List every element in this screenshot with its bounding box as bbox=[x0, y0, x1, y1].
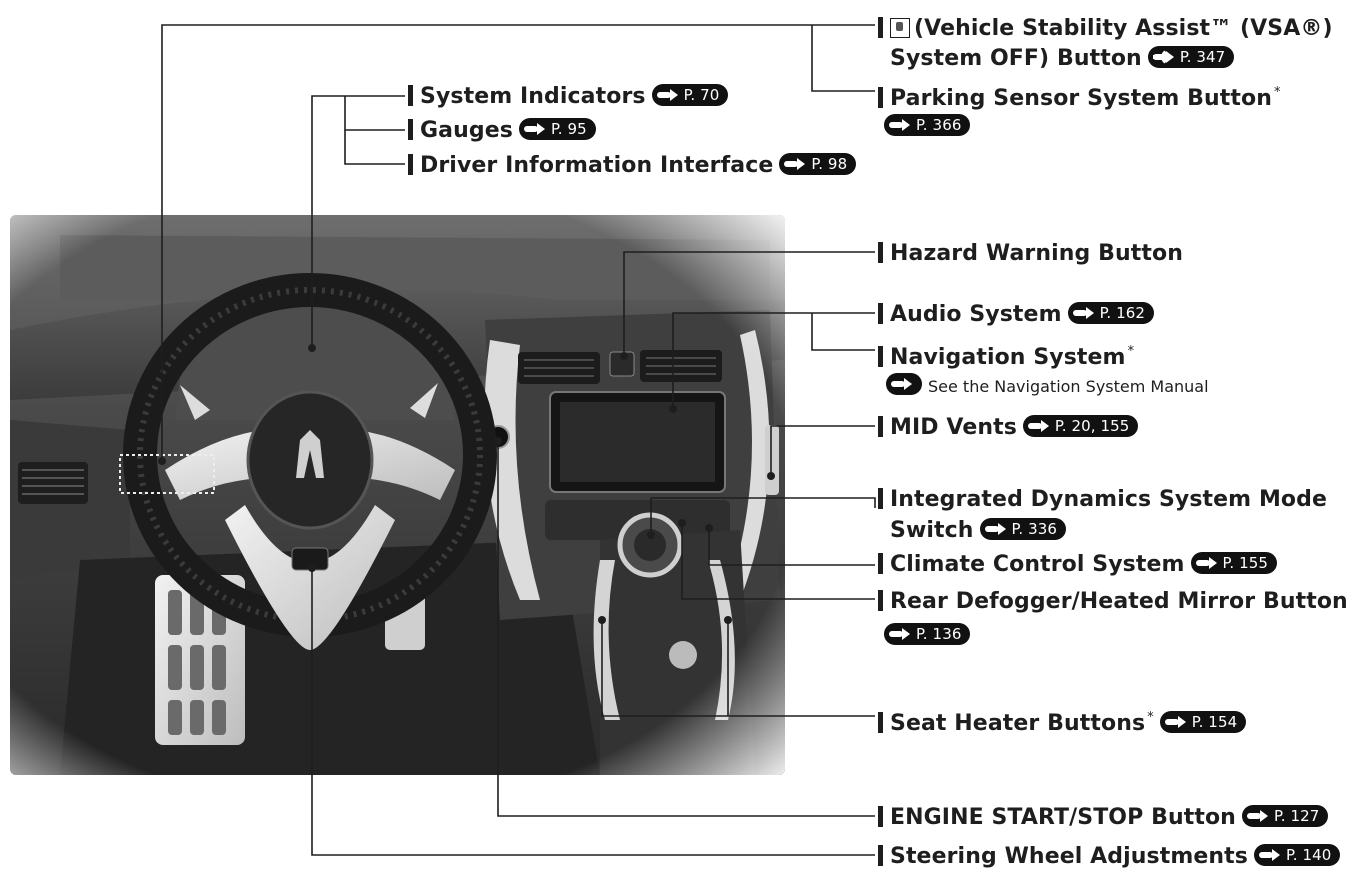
page-ref-badge[interactable]: P. 98 bbox=[779, 153, 857, 175]
arrow-right-icon bbox=[889, 628, 910, 640]
page-ref-badge[interactable]: P. 366 bbox=[884, 114, 971, 136]
leader-engine bbox=[497, 441, 875, 817]
leader-dot bbox=[308, 344, 316, 352]
arrow-right-icon bbox=[523, 123, 545, 135]
leader-hazard bbox=[623, 251, 875, 356]
page-ref-badge[interactable]: P. 336 bbox=[979, 518, 1067, 540]
label-ids: Integrated Dynamics System Mode bbox=[878, 487, 1327, 513]
arrow-right-icon bbox=[1258, 849, 1280, 861]
page-ref-badge[interactable]: P. 136 bbox=[884, 623, 971, 645]
label-hazard: Hazard Warning Button bbox=[878, 241, 1183, 267]
page-ref-badge[interactable]: P. 127 bbox=[1241, 805, 1329, 827]
arrow-right-icon bbox=[1072, 307, 1094, 319]
label-parking-ref: P. 366 bbox=[884, 114, 971, 140]
leader-dot bbox=[767, 472, 775, 480]
leader-steering bbox=[311, 568, 875, 856]
nav-note: See the Navigation System Manual bbox=[886, 373, 1209, 396]
page-ref-badge[interactable]: P. 140 bbox=[1253, 844, 1341, 866]
leader-dot bbox=[620, 352, 628, 360]
leader-dot bbox=[494, 437, 502, 445]
leader-defog bbox=[681, 523, 875, 600]
arrow-right-icon bbox=[656, 89, 678, 101]
leader-gauges bbox=[344, 96, 405, 131]
page-ref-badge[interactable] bbox=[886, 373, 922, 395]
arrow-right-icon bbox=[784, 158, 806, 170]
arrow-right-icon bbox=[1246, 810, 1268, 822]
label-seat-heater: Seat Heater Buttons*P. 154 bbox=[878, 705, 1247, 737]
leader-ids bbox=[650, 497, 876, 535]
leader-vsa bbox=[161, 24, 875, 461]
leader-lines bbox=[161, 24, 876, 856]
leader-dot bbox=[598, 616, 606, 624]
page-ref-badge[interactable]: P. 70 bbox=[651, 84, 729, 106]
leader-seat bbox=[601, 620, 875, 717]
arrow-right-icon bbox=[891, 378, 912, 390]
label-defogger: Rear Defogger/Heated Mirror Button bbox=[878, 589, 1348, 615]
leader-dot bbox=[705, 524, 713, 532]
label-vsa: (Vehicle Stability Assist™ (VSA®) bbox=[878, 16, 1333, 42]
leader-dot bbox=[158, 457, 166, 465]
leader-dots bbox=[158, 344, 775, 624]
leader-indicators bbox=[311, 95, 405, 348]
page-ref-badge[interactable]: P. 154 bbox=[1159, 711, 1247, 733]
page-ref-badge[interactable]: P. 20, 155 bbox=[1022, 415, 1139, 437]
leader-climate bbox=[708, 528, 875, 566]
arrow-right-icon bbox=[1152, 50, 1174, 64]
page-ref-badge[interactable]: P. 347 bbox=[1147, 46, 1235, 68]
arrow-right-icon bbox=[1195, 557, 1217, 569]
leader-mid bbox=[770, 425, 875, 476]
arrow-right-icon bbox=[1164, 716, 1186, 728]
label-defogger-ref: P. 136 bbox=[884, 623, 971, 649]
page-ref-badge[interactable]: P. 155 bbox=[1190, 552, 1278, 574]
leader-dot bbox=[647, 531, 655, 539]
vsa-off-icon bbox=[890, 18, 910, 38]
leader-dot bbox=[678, 519, 686, 527]
arrow-right-icon bbox=[984, 523, 1006, 535]
arrow-right-icon bbox=[1027, 420, 1049, 432]
leader-dot bbox=[308, 564, 316, 572]
leader-dii bbox=[344, 130, 405, 165]
label-navigation: Navigation System* bbox=[878, 339, 1134, 371]
arrow-right-icon bbox=[889, 119, 910, 131]
label-parking: Parking Sensor System Button* bbox=[878, 80, 1281, 112]
leader-parking bbox=[811, 25, 875, 92]
leader-audio bbox=[672, 312, 875, 409]
leader-dot bbox=[724, 616, 732, 624]
page-ref-badge[interactable]: P. 95 bbox=[518, 118, 596, 140]
leader-nav bbox=[811, 313, 875, 351]
leader-dot bbox=[669, 405, 677, 413]
page-ref-badge[interactable]: P. 162 bbox=[1067, 302, 1155, 324]
